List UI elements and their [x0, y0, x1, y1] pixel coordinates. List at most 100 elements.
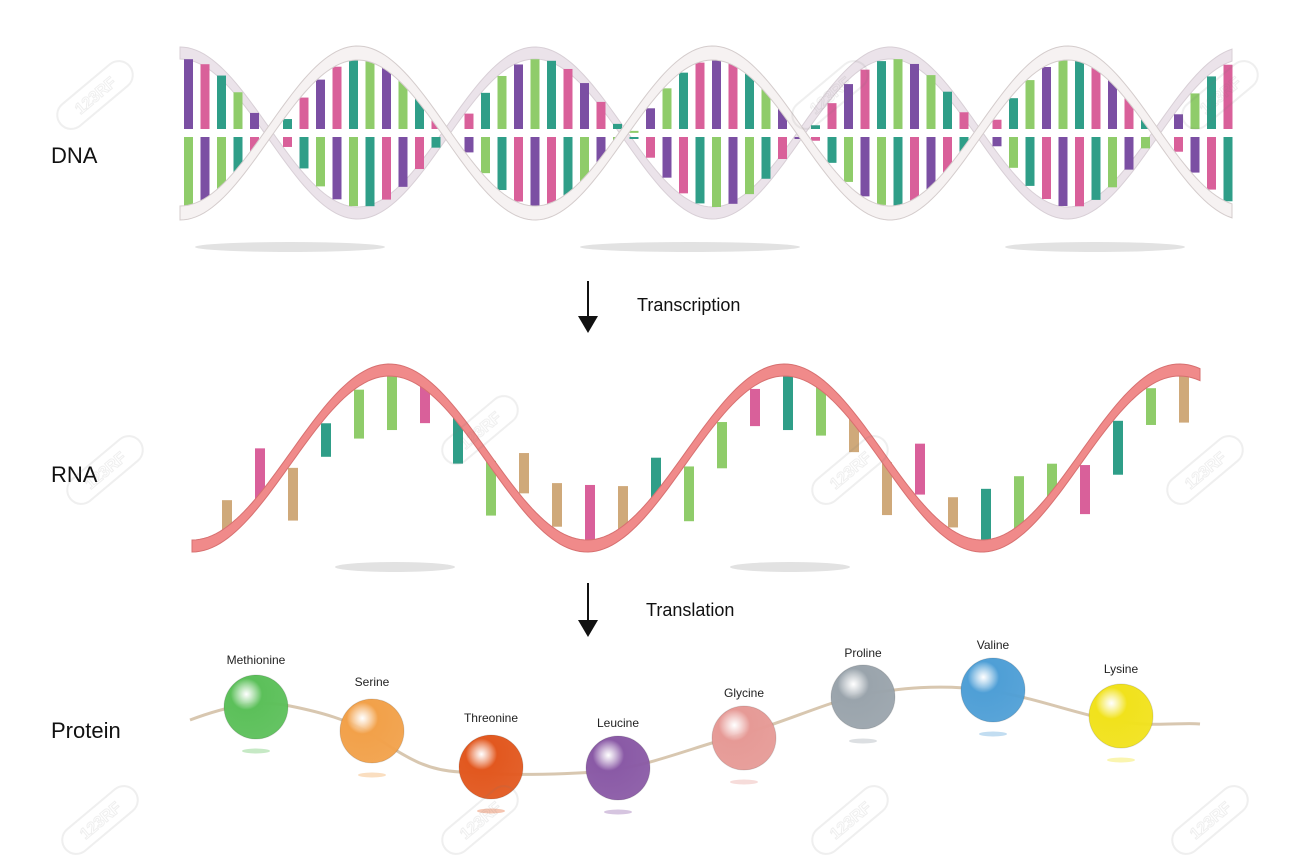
dna-base: [530, 137, 540, 207]
rna-base: [948, 497, 958, 528]
dna-base: [415, 96, 424, 129]
dna-base: [1141, 137, 1150, 149]
dna-base: [728, 137, 738, 204]
dna-base: [926, 75, 936, 129]
dna-base: [1223, 64, 1233, 129]
rna-base: [585, 484, 595, 540]
dna-base: [1009, 98, 1018, 129]
dna-base: [712, 59, 721, 130]
dna-base: [1058, 60, 1068, 129]
amino-acid-glycine: Glycine: [711, 686, 777, 785]
dna-base: [1108, 78, 1117, 129]
dna-base: [1009, 137, 1018, 168]
rna-strand: [191, 363, 1201, 572]
amino-acid-bead: [585, 735, 651, 801]
dna-base: [695, 62, 705, 129]
dna-label: DNA: [51, 143, 98, 168]
amino-acid-label: Threonine: [464, 711, 518, 725]
dna-base: [464, 113, 474, 129]
dna-base: [860, 69, 870, 129]
dna-base: [1124, 96, 1134, 129]
bead-shadow: [242, 748, 270, 754]
amino-acid-label: Lysine: [1104, 662, 1139, 676]
amino-acid-valine: Valine: [960, 638, 1026, 737]
dna-base: [514, 137, 523, 202]
bead-shadow: [1107, 757, 1135, 763]
amino-acid-bead: [711, 705, 777, 771]
amino-acid-bead: [830, 664, 896, 730]
rna-base: [288, 467, 298, 521]
dna-base: [1174, 137, 1183, 152]
dna-base: [844, 137, 853, 182]
bead-shadow: [849, 738, 877, 744]
dna-base: [877, 61, 886, 129]
dna-base: [844, 84, 853, 129]
dna-base: [398, 79, 408, 129]
dna-base: [299, 137, 309, 169]
dna-base: [1058, 137, 1068, 206]
dna-base: [481, 137, 490, 174]
dna-base: [1025, 80, 1035, 129]
dna-base: [761, 87, 771, 129]
dna-base: [679, 72, 688, 129]
dna-base: [1091, 137, 1101, 200]
rna-base: [1113, 420, 1123, 475]
rna-base: [1047, 463, 1057, 498]
rna-base: [981, 488, 991, 540]
dna-base: [893, 137, 903, 207]
dna-base: [745, 71, 754, 129]
rna-base: [420, 386, 430, 424]
dna-base: [1223, 137, 1233, 202]
dna-base: [349, 59, 358, 129]
dna-base: [415, 137, 424, 170]
rna-base: [486, 460, 496, 516]
dna-base: [217, 137, 226, 191]
dna-base: [1025, 137, 1035, 186]
dna-base: [959, 137, 969, 154]
amino-acid-bead: [1088, 683, 1154, 749]
dna-base: [1075, 137, 1084, 207]
rna-base: [1146, 388, 1156, 425]
dna-base: [299, 97, 309, 129]
rna-base: [816, 386, 826, 436]
rna-bases: [222, 376, 1189, 540]
dna-base: [778, 137, 787, 159]
rna-base: [783, 376, 793, 431]
dna-base: [464, 137, 474, 153]
dna-base: [1207, 76, 1216, 129]
dna-back-strand: [179, 46, 1233, 220]
dna-base: [365, 59, 375, 130]
dna-base: [646, 137, 655, 158]
dna-base: [184, 59, 193, 129]
bead-shadow: [604, 809, 632, 815]
rna-base: [882, 462, 892, 516]
dna-base: [1190, 93, 1200, 129]
amino-acid-proline: Proline: [830, 646, 896, 744]
dna-base: [1042, 67, 1051, 129]
rna-base: [321, 423, 331, 457]
rna-base: [387, 376, 397, 431]
rna-base: [222, 500, 232, 531]
dna-helix: [179, 45, 1233, 252]
dna-base: [811, 125, 820, 129]
dna-strand-back: [179, 46, 1233, 220]
bead-shadow: [477, 808, 505, 814]
dna-base: [200, 64, 210, 129]
dna-base: [431, 137, 441, 148]
dna-base: [1124, 137, 1134, 170]
amino-acid-label: Methionine: [227, 653, 286, 667]
dna-base: [1174, 114, 1183, 129]
dna-base: [547, 60, 556, 130]
dna-base: [514, 64, 523, 129]
dna-base: [1190, 137, 1200, 173]
amino-acid-label: Serine: [355, 675, 390, 689]
dna-base: [992, 137, 1002, 147]
dna-base: [497, 75, 507, 129]
dna-strand-front: [179, 45, 1233, 221]
amino-acid-bead: [458, 734, 524, 800]
dna-base: [1042, 137, 1051, 199]
amino-acid-label: Glycine: [724, 686, 764, 700]
dna-base: [250, 112, 259, 129]
rna-base: [717, 422, 727, 469]
dna-base: [794, 137, 804, 139]
